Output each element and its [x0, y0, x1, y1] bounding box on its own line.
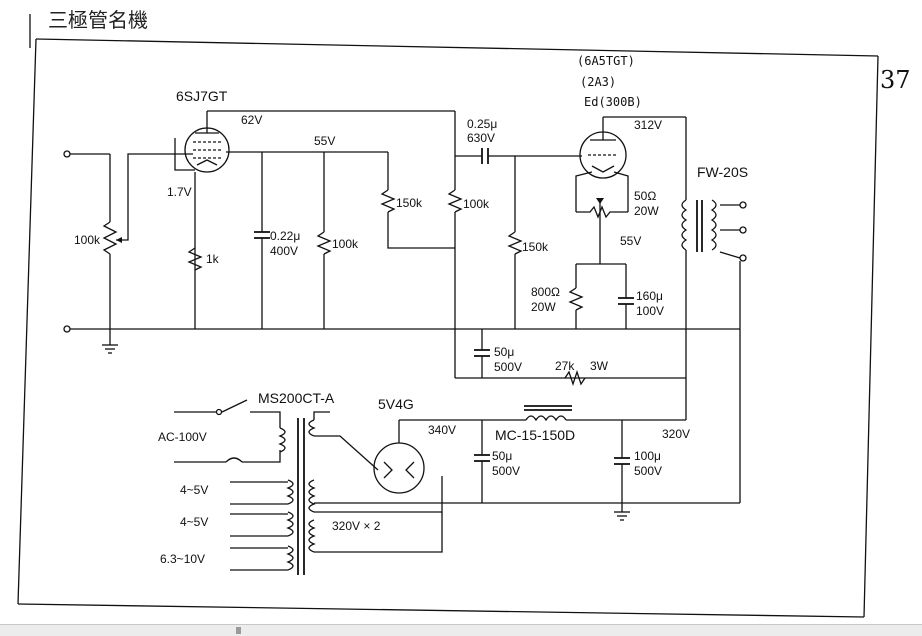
resistor-150k-a-label: 150k: [396, 196, 423, 210]
cap-160u-voltage: 100V: [636, 304, 664, 318]
voltage-340v: 340V: [428, 423, 456, 437]
decoupling-network: 50μ 500V 27k 3W: [455, 329, 686, 387]
resistor-150k-b-label: 150k: [522, 240, 549, 254]
power-supply: MS200CT-A AC-100V 4~5V 4~5V 6.3~10V 320V…: [158, 390, 740, 575]
heater-3-label: 6.3~10V: [160, 552, 205, 566]
tube-note-2a3: (2A3): [580, 75, 616, 89]
cap-0-25u-voltage: 630V: [467, 131, 495, 145]
speaker-terminal-3: [739, 254, 747, 262]
volume-pot-label: 100k: [74, 233, 101, 247]
resistor-50-label: 50Ω: [634, 189, 656, 203]
cap-50u-a-voltage: 500V: [494, 360, 522, 374]
diagram-title: 三極管名機: [48, 8, 148, 32]
tube-note-6a5tgt: (6A5TGT): [577, 54, 635, 68]
tube-6sj7gt: 6SJ7GT 1.7V 1k: [167, 88, 230, 329]
ac-input-label: AC-100V: [158, 430, 207, 444]
cap-50u-b-label: 50μ: [492, 449, 512, 463]
cap-0-22u-voltage: 400V: [270, 244, 298, 258]
rectifier-label: 5V4G: [378, 396, 414, 412]
heater-2-label: 4~5V: [180, 515, 208, 529]
tube-output-triode: (6A5TGT) (2A3) Ed(300B) 312V 50Ω 20W 55V…: [531, 54, 686, 329]
output-transformer-fw20s: FW-20S: [681, 117, 748, 503]
resistor-1k-label: 1k: [206, 252, 220, 266]
output-transformer-label: FW-20S: [697, 164, 748, 180]
cap-50u-a-label: 50μ: [494, 345, 514, 359]
page-number: 37: [880, 66, 911, 94]
voltage-55v: 55V: [314, 134, 335, 148]
voltage-320v: 320V: [662, 427, 690, 441]
resistor-27k-watt: 3W: [590, 359, 609, 373]
tube-6sj7gt-label: 6SJ7GT: [176, 88, 228, 104]
cap-50u-b-voltage: 500V: [492, 464, 520, 478]
resistor-800-watt: 20W: [531, 300, 556, 314]
input-stage: 100k: [63, 150, 740, 354]
cap-0-25u-label: 0.25μ: [467, 117, 497, 131]
heater-1-label: 4~5V: [180, 483, 208, 497]
power-transformer-label: MS200CT-A: [258, 390, 335, 406]
resistor-27k-label: 27k: [555, 359, 575, 373]
first-stage-network: 62V 55V 0.22μ 400V 100k 150k 100k 0.25μ …: [207, 110, 582, 378]
cap-160u-label: 160μ: [636, 289, 663, 303]
choke-label: MC-15-150D: [495, 427, 575, 443]
voltage-312v: 312V: [634, 118, 662, 132]
hv-winding-label: 320V × 2: [332, 519, 381, 533]
ground-terminal: [63, 325, 71, 333]
scrollbar-thumb[interactable]: [236, 627, 241, 634]
horizontal-scrollbar[interactable]: [0, 624, 922, 636]
cap-100u-label: 100μ: [634, 449, 661, 463]
voltage-55v-b: 55V: [620, 234, 641, 248]
tube-note-300b: Ed(300B): [584, 95, 642, 109]
resistor-50-watt: 20W: [634, 204, 659, 218]
cap-100u-voltage: 500V: [634, 464, 662, 478]
resistor-100k-b-label: 100k: [463, 197, 490, 211]
speaker-terminal-1: [739, 201, 747, 209]
voltage-1-7v: 1.7V: [167, 185, 192, 199]
resistor-800-label: 800Ω: [531, 285, 560, 299]
cap-0-22u-label: 0.22μ: [270, 229, 300, 243]
voltage-62v: 62V: [241, 113, 262, 127]
speaker-terminal-2: [739, 226, 747, 234]
resistor-100k-a-label: 100k: [332, 237, 359, 251]
page-frame: [17, 14, 879, 618]
input-terminal: [63, 150, 71, 158]
